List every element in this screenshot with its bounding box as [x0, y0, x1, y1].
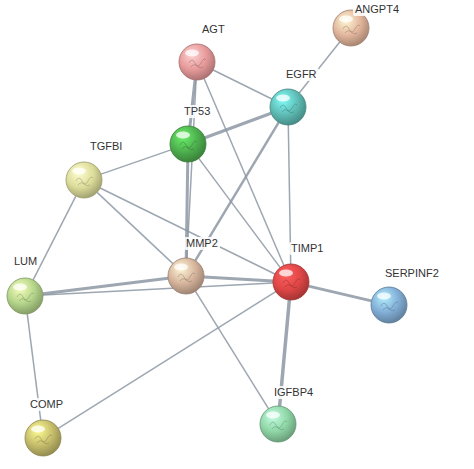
protein-label: COMP: [28, 398, 65, 411]
protein-node: TGFBI: [65, 161, 103, 199]
protein-sphere: [370, 286, 408, 324]
protein-sphere: [24, 419, 62, 457]
interaction-line: [199, 158, 280, 267]
interaction-line: [101, 150, 171, 174]
protein-label: TGFBI: [88, 140, 124, 153]
interaction-line: [213, 70, 272, 99]
protein-node: TIMP1: [272, 263, 310, 301]
interaction-line: [97, 192, 173, 263]
protein-label: IGFBP4: [272, 386, 315, 399]
protein-node: LUM: [6, 277, 44, 315]
protein-node: ANGPT4: [332, 9, 370, 47]
protein-node: EGFR: [269, 88, 307, 126]
protein-sphere: [259, 405, 297, 443]
protein-node: TP53: [169, 125, 207, 163]
protein-sphere: [6, 277, 44, 315]
protein-sphere: [167, 257, 205, 295]
interaction-line: [196, 291, 269, 408]
protein-node: MMP2: [167, 257, 205, 295]
protein-label: MMP2: [184, 237, 220, 250]
protein-node: COMP: [24, 419, 62, 457]
protein-label: TP53: [182, 105, 212, 118]
protein-label: TIMP1: [289, 242, 325, 255]
protein-node: SERPINF2: [370, 286, 408, 324]
protein-sphere: [178, 43, 216, 81]
interaction-line: [309, 286, 372, 301]
protein-sphere: [269, 88, 307, 126]
protein-node: IGFBP4: [259, 405, 297, 443]
interaction-line: [58, 292, 276, 429]
protein-label: LUM: [12, 255, 39, 268]
protein-label: SERPINF2: [383, 267, 441, 280]
interaction-line: [33, 196, 76, 280]
protein-sphere: [272, 263, 310, 301]
protein-sphere: [169, 125, 207, 163]
interaction-line: [205, 113, 271, 138]
protein-sphere: [65, 161, 103, 199]
protein-label: EGFR: [284, 68, 319, 81]
interaction-line: [204, 277, 273, 281]
interaction-line: [43, 283, 273, 295]
protein-label: AGT: [200, 23, 227, 36]
protein-label: ANGPT4: [353, 3, 401, 16]
protein-node: AGT: [178, 43, 216, 81]
